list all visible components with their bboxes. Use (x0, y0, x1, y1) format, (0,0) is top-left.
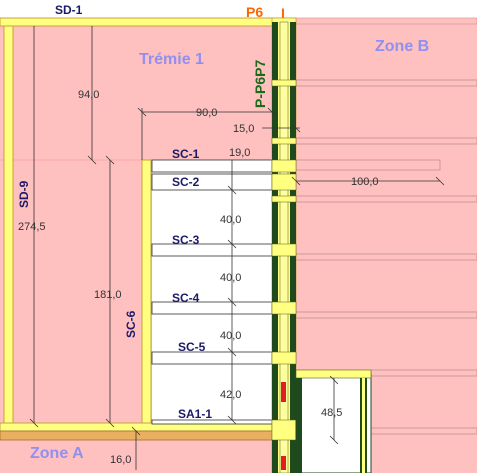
label-p6: P6 (246, 4, 263, 20)
dim-tick (291, 176, 301, 186)
dim-tick (105, 418, 115, 428)
label-p6-mark: I (281, 5, 285, 21)
opening-white (152, 160, 272, 423)
dim-tick (329, 375, 339, 385)
lower-box-left-post (296, 378, 302, 473)
label-sd1: SD-1 (55, 3, 83, 17)
label-sd9: SD-9 (17, 180, 31, 208)
dim-485: 48,5 (321, 407, 342, 419)
dim-90: 90,0 (196, 107, 217, 119)
dim-94: 94,0 (78, 89, 99, 101)
dim-tick (87, 155, 97, 165)
dim-tick (131, 426, 141, 436)
red-mark-1 (281, 382, 286, 402)
dim-tick (227, 347, 237, 357)
dim-100: 100,0 (351, 176, 379, 188)
beam-sc6 (141, 159, 152, 425)
dim-tick (329, 435, 339, 445)
dim-tick (29, 418, 39, 428)
label-sc6: SC-6 (124, 310, 138, 338)
dim-tick (227, 239, 237, 249)
dim-tick (227, 415, 237, 425)
dim-tick (137, 107, 147, 117)
joist-sc1 (151, 159, 273, 173)
beam-sd9 (3, 25, 14, 425)
label-sc5: SC-5 (178, 340, 206, 354)
lower-box-top (295, 369, 372, 379)
dim-19: 19,0 (229, 147, 250, 159)
dim-tick (227, 297, 237, 307)
label-sc3: SC-3 (172, 233, 200, 247)
dim-2745: 274,5 (18, 221, 46, 233)
dim-tick (267, 107, 277, 117)
joist-sc5 (151, 351, 273, 365)
joist-sc3 (151, 243, 273, 257)
label-sc2: SC-2 (172, 175, 200, 189)
dim-tick (435, 176, 445, 186)
joist-sc4 (151, 301, 273, 315)
dim-16: 16,0 (110, 454, 131, 466)
dim-40c: 40,0 (220, 330, 241, 342)
dim-tick (227, 185, 237, 195)
joist-sc2 (151, 173, 273, 191)
dim-181: 181,0 (94, 289, 122, 301)
post-column-crossbars (271, 79, 297, 441)
dim-tick (105, 155, 115, 165)
label-sc4: SC-4 (172, 291, 200, 305)
dim-15: 15,0 (233, 123, 254, 135)
red-mark-2 (281, 456, 286, 470)
lower-box-right-core (362, 378, 365, 473)
label-pp6p7: P-P6P7 (252, 60, 268, 108)
dim-tick (291, 123, 301, 133)
label-sc1: SC-1 (172, 147, 200, 161)
tremie-label: Trémie 1 (139, 51, 204, 68)
beam-sd1-right (295, 17, 477, 25)
zone-a-label: Zone A (30, 445, 84, 462)
dim-40a: 40,0 (220, 214, 241, 226)
dim-42: 42,0 (220, 389, 241, 401)
dim-40b: 40,0 (220, 272, 241, 284)
label-sa11: SA1-1 (178, 407, 212, 421)
opening-white-lower (296, 378, 371, 473)
zone-b-label: Zone B (375, 38, 429, 55)
